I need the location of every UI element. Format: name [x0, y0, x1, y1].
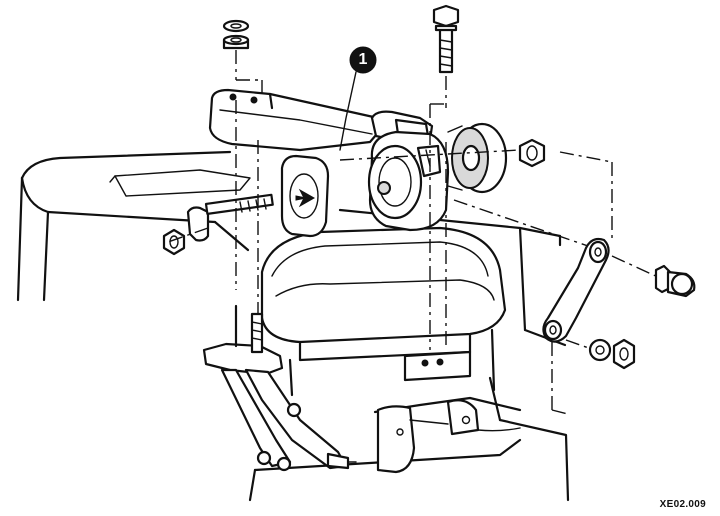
stay-bracket — [202, 304, 357, 472]
callout — [339, 46, 377, 151]
nuts-lower-right — [588, 338, 636, 370]
valve-cover — [260, 226, 507, 362]
through-bolt-left — [186, 193, 274, 242]
rubber-damper — [447, 122, 508, 194]
vertical-bolt-top — [432, 4, 460, 74]
engine-block-outline — [16, 150, 570, 502]
bolt-right — [654, 264, 696, 298]
hex-nut-left — [162, 228, 186, 256]
link-arm — [542, 237, 610, 343]
lower-block — [288, 328, 522, 474]
mount-plate — [280, 154, 330, 238]
hex-nut-upper-right — [518, 138, 546, 168]
figure-reference-code: XE02.009 — [659, 499, 706, 510]
callout-number-label: 1 — [358, 51, 368, 68]
mount-insulator — [367, 130, 450, 232]
washers-top-left — [222, 19, 250, 50]
